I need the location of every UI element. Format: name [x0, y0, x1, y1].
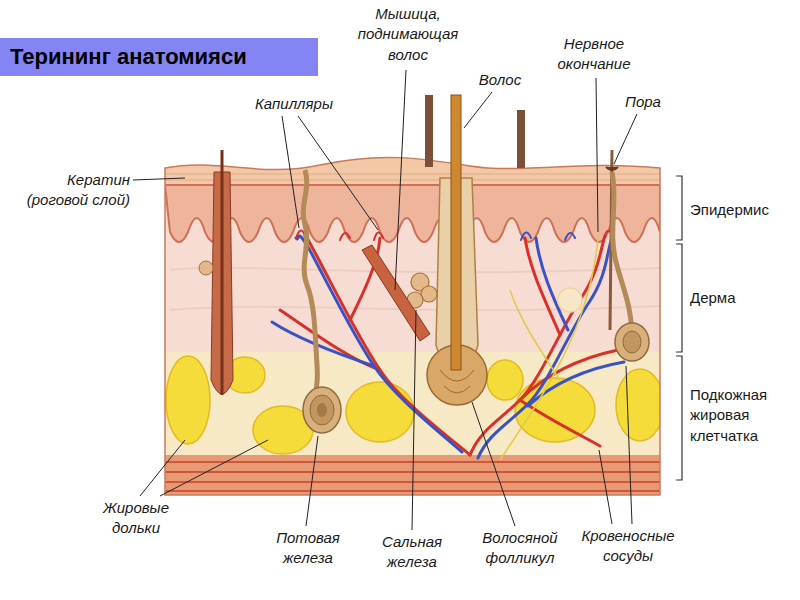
- leader-lines-part: [298, 116, 378, 230]
- hair-follicle: [427, 95, 487, 405]
- label-holder: Потовая железа: [268, 528, 348, 569]
- leader-lines-part: [464, 92, 492, 128]
- label-holder: Подкожная жировая клетчатка: [690, 385, 795, 446]
- label-holder: Кератин (роговой слой): [15, 170, 130, 211]
- sebaceous-gland: [407, 273, 437, 308]
- title-text: Терининг анатомияси: [0, 38, 318, 76]
- part-label: Кератин (роговой слой): [15, 170, 130, 211]
- sweat-gland-left-part: [317, 403, 327, 417]
- leader-lines-part: [395, 70, 406, 290]
- blood-vessels-part-part: [520, 400, 600, 446]
- hair-follicle-part: [440, 370, 474, 393]
- layer-brackets-part: [676, 244, 682, 352]
- skin-layers-part: [160, 174, 665, 180]
- leader-lines-part: [160, 440, 268, 496]
- skin-layers-part-part: [346, 382, 414, 442]
- hair-stumps-part: [517, 110, 525, 168]
- part-label: Нервное окончание: [548, 34, 640, 75]
- leader-lines-part: [140, 440, 185, 496]
- arrector-muscle: [362, 245, 430, 341]
- left-follicle: [199, 150, 233, 395]
- label-holder: Волос: [470, 70, 530, 90]
- layer-brackets-part: [676, 176, 682, 240]
- blood-vessels-part-part: [272, 322, 374, 366]
- leader-lines-part: [626, 366, 632, 524]
- part-label: Жировые дольки: [95, 498, 177, 539]
- part-label: Сальная железа: [376, 532, 448, 573]
- label-holder: Волосяной фолликул: [474, 528, 566, 569]
- label-holder: Капилляры: [244, 94, 344, 114]
- leader-lines-part: [282, 116, 299, 228]
- nerve-part: [510, 290, 560, 380]
- nerve: [500, 238, 598, 460]
- layer-label: Эпидермис: [690, 200, 795, 220]
- left-follicle-part: [221, 150, 224, 395]
- layer-label: Дерма: [690, 288, 795, 308]
- nerve-part: [558, 288, 582, 312]
- nerve-part: [500, 238, 598, 460]
- sweat-gland-right-part: [615, 323, 649, 361]
- label-holder: Кровеносные сосуды: [572, 526, 684, 567]
- sweat-gland-left-part: [303, 170, 321, 395]
- blood-vessels-part-part: [521, 232, 531, 240]
- label-holder: Жировые дольки: [95, 498, 177, 539]
- skin-layers-part-part: [616, 369, 664, 441]
- blood-vessels-part-part: [525, 238, 560, 335]
- blood-vessels-part-part: [280, 310, 380, 370]
- leader-lines-part: [472, 402, 515, 526]
- layer-brackets: [676, 176, 682, 480]
- block-outline: [165, 157, 660, 495]
- skin-layers-part: [160, 150, 665, 186]
- part-label: Мышица, поднимающая волос: [345, 4, 471, 65]
- sweat-gland-right-part: [612, 172, 632, 332]
- part-label: Потовая железа: [268, 528, 348, 569]
- blood-vessels-part-part: [296, 230, 305, 238]
- label-holder: Эпидермис: [690, 200, 795, 220]
- part-label: Капилляры: [244, 94, 344, 114]
- left-follicle-part: [199, 261, 213, 275]
- leader-lines-part: [412, 310, 416, 530]
- skin-layers-part: [165, 185, 660, 242]
- hair-stumps: [425, 95, 525, 168]
- blood-vessels-part-part: [565, 233, 575, 240]
- leader-lines-part: [596, 78, 598, 232]
- layer-brackets-part: [676, 356, 682, 480]
- blood-vessels-part-part: [536, 238, 568, 330]
- skin-layers-part-part: [487, 360, 523, 400]
- sweat-gland-left-part: [303, 387, 341, 433]
- leader-lines-part: [614, 114, 637, 164]
- label-holder: Сальная железа: [376, 532, 448, 573]
- title-box: Терининг анатомияси: [0, 38, 318, 76]
- blood-vessels-part-part: [520, 350, 618, 400]
- leader-lines-part: [133, 178, 185, 180]
- skin-layers: [160, 150, 665, 500]
- sweat-gland-left-part: [310, 395, 334, 425]
- sweat-gland-right-part: [606, 167, 618, 170]
- layer-label: Подкожная жировая клетчатка: [690, 385, 795, 446]
- label-holder: Мышица, поднимающая волос: [345, 4, 471, 65]
- sweat-gland-right: [606, 150, 649, 361]
- label-holder: Пора: [618, 92, 668, 112]
- leader-lines-part: [599, 450, 612, 524]
- skin-layers-part-part: [166, 356, 210, 444]
- blood-vessels-part-part: [374, 232, 383, 240]
- part-label: Кровеносные сосуды: [572, 526, 684, 567]
- leader-lines: [133, 70, 637, 530]
- part-label: Волос: [470, 70, 530, 90]
- label-holder: Дерма: [690, 288, 795, 308]
- leader-lines-part: [306, 436, 318, 526]
- blood-vessels-part-part: [528, 362, 624, 406]
- sweat-gland-left: [303, 170, 341, 433]
- part-label: Пора: [618, 92, 668, 112]
- sweat-gland-right-part: [623, 331, 641, 353]
- hair-stumps-part: [425, 95, 433, 167]
- hair-follicle-part: [451, 95, 461, 370]
- blood-vessels-part-part: [470, 236, 605, 455]
- part-label: Волосяной фолликул: [474, 528, 566, 569]
- skin-layers-part: [160, 150, 665, 500]
- blood-vessels-part-part: [478, 238, 612, 458]
- label-holder: Нервное окончание: [548, 34, 640, 75]
- blood-vessels-part-part: [340, 233, 350, 240]
